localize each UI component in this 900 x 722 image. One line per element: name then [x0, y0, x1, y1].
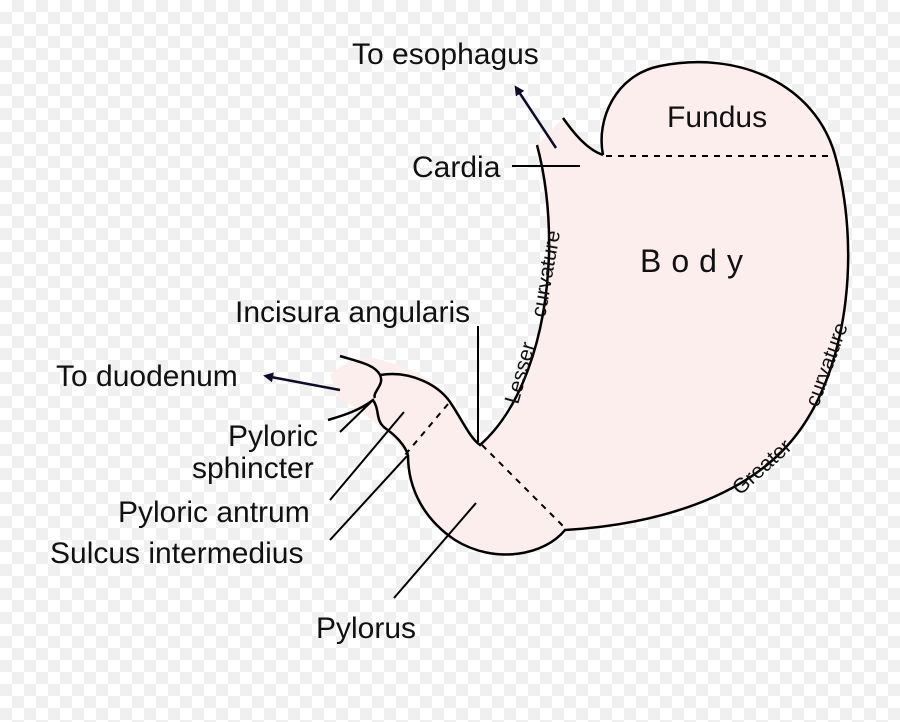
- duodenum-lower-edge: [327, 398, 410, 456]
- label-pyloric-sphincter-line2: sphincter: [192, 452, 314, 485]
- sulcus-leader: [329, 455, 408, 541]
- label-incisura-angularis: Incisura angularis: [235, 296, 470, 329]
- label-fundus: Fundus: [667, 101, 767, 134]
- duodenum-arrow: [263, 372, 341, 392]
- label-to-esophagus: To esophagus: [352, 38, 539, 71]
- lesser-curvature-outline: [379, 144, 551, 447]
- pyloric-antrum-leader: [329, 411, 405, 501]
- label-body: Body: [640, 243, 753, 279]
- label-to-duodenum: To duodenum: [56, 360, 238, 393]
- label-sulcus-intermedius: Sulcus intermedius: [50, 537, 303, 570]
- pyloric-sphincter-leader: [339, 399, 374, 433]
- antrum-divider: [481, 444, 567, 530]
- esophagus-arrow: [514, 85, 558, 149]
- label-pyloric-sphincter-line1: Pyloric: [228, 420, 318, 453]
- stomach-body: [330, 62, 849, 555]
- label-pylorus: Pylorus: [316, 612, 416, 645]
- label-pyloric-antrum: Pyloric antrum: [118, 496, 310, 529]
- pylorus-leader: [393, 502, 477, 599]
- esophagus-right-edge: [561, 117, 604, 157]
- greater-curvature-outline: [406, 61, 850, 556]
- label-cardia: Cardia: [412, 151, 501, 184]
- duodenum-upper-edge: [339, 354, 383, 399]
